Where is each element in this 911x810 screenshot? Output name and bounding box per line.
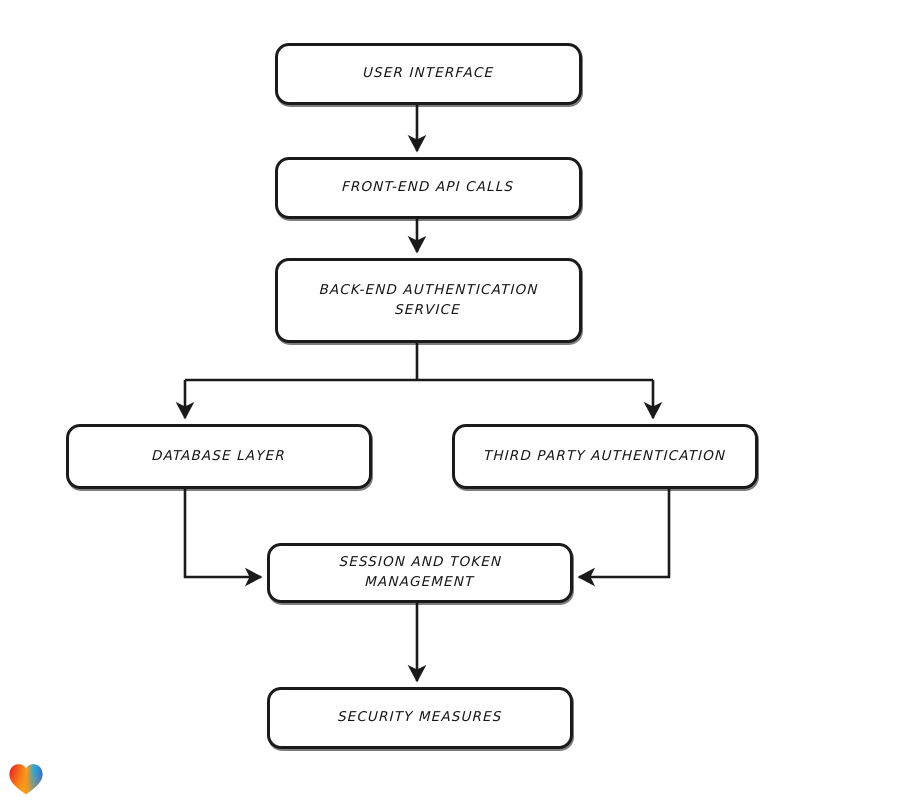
node-user-interface[interactable]: USER INTERFACE [275,43,582,105]
node-label-user-interface: USER INTERFACE [362,65,495,82]
node-label-back-end-authentication-service: BACK-END AUTHENTICATION SERVICE [319,281,540,318]
node-security-measures[interactable]: SECURITY MEASURES [267,687,573,749]
node-back-end-authentication-service[interactable]: BACK-END AUTHENTICATION SERVICE [275,258,582,343]
node-front-end-api-calls[interactable]: FRONT-END API CALLS [275,157,582,219]
node-label-front-end-api-calls: FRONT-END API CALLS [342,179,516,196]
node-session-and-token-management[interactable]: SESSION AND TOKEN MANAGEMENT [267,543,573,603]
node-label-security-measures: SECURITY MEASURES [337,709,503,726]
node-label-database-layer: DATABASE LAYER [151,447,287,464]
node-label-third-party-authentication: THIRD PARTY AUTHENTICATION [483,447,727,464]
edge-thirdparty-to-session [577,489,671,587]
heart-icon [9,764,43,795]
node-third-party-authentication[interactable]: THIRD PARTY AUTHENTICATION [452,424,758,489]
node-database-layer[interactable]: DATABASE LAYER [66,424,372,489]
edge-database-to-session [183,489,263,587]
node-label-session-and-token-management: SESSION AND TOKEN MANAGEMENT [338,554,503,590]
